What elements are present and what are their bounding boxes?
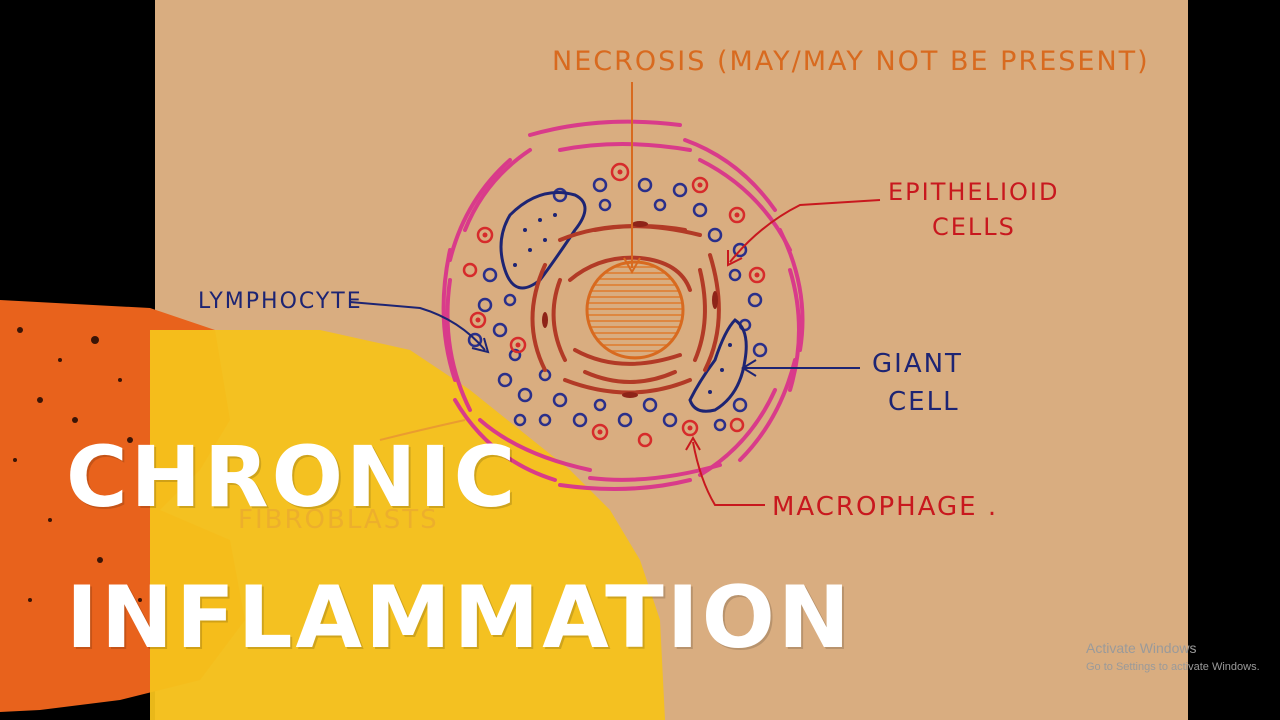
epithelioid-nuclei	[542, 221, 718, 398]
giant-arrowhead	[741, 359, 757, 377]
title-line-1: CHRONIC	[66, 428, 519, 526]
epithelioid-arrowhead	[727, 250, 743, 267]
activate-windows-title: Activate Windows	[1086, 640, 1197, 656]
epithelioid-label-line1: EPITHELIOID	[888, 178, 1059, 206]
fibroblasts-faded-label: FIBROBLASTS	[238, 505, 439, 535]
macrophage-arrow	[692, 441, 765, 506]
epithelioid-arrow	[729, 199, 881, 263]
macrophage-cells	[462, 162, 766, 448]
epithelioid-label-line2: CELLS	[932, 213, 1016, 241]
fibroblast-arrow	[379, 419, 466, 441]
giant-cell-top	[499, 191, 587, 290]
giant-cell-label-line1: GIANT	[872, 349, 963, 379]
yellow-brush-stroke	[150, 330, 665, 720]
necrosis-arrowhead	[623, 257, 641, 275]
lymphocyte-cells	[467, 177, 768, 432]
macrophage-nuclei	[475, 169, 760, 435]
brush-specks	[13, 327, 142, 602]
title-line-2: INFLAMMATION	[66, 568, 853, 668]
activate-windows-subtitle: Go to Settings to activate Windows.	[1086, 661, 1260, 673]
macrophage-label: MACROPHAGE .	[772, 492, 998, 522]
giant-cell-right	[688, 318, 748, 413]
macrophage-arrowhead	[685, 436, 701, 451]
lymphocyte-label: LYMPHOCYTE	[198, 289, 363, 314]
necrosis-label: NECROSIS (MAY/MAY NOT BE PRESENT)	[552, 46, 1150, 77]
giant-cell-label-line2: CELL	[888, 387, 960, 417]
lymphocyte-arrowhead	[471, 337, 490, 354]
lymphocyte-arrow	[349, 301, 486, 351]
necrosis-core	[585, 260, 685, 360]
